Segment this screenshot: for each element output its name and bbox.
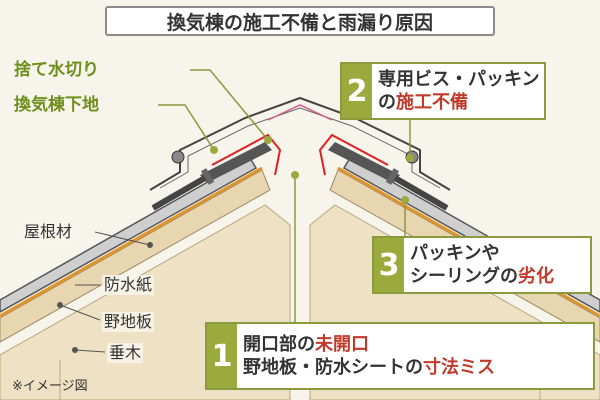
leader-sute xyxy=(190,69,269,141)
callout-1-line1-a: 開口部の xyxy=(243,334,315,355)
ridge-vent-cap xyxy=(149,96,451,191)
leader-3-dot xyxy=(401,196,409,204)
callout-2-number: 2 xyxy=(342,64,372,118)
vent-base-right xyxy=(328,142,400,183)
vent-base-left xyxy=(200,142,272,183)
callout-3-line2: シーリングの劣化 xyxy=(410,265,554,288)
label-noji-ita: 野地板 xyxy=(102,312,155,332)
roof-board-left xyxy=(0,169,271,343)
ridge-vent-inner xyxy=(159,107,441,189)
callout-1-line2-highlight: 寸法ミス xyxy=(423,357,495,378)
leader-noji xyxy=(59,304,101,321)
leader-yane xyxy=(94,231,151,246)
callout-1-line2: 野地板・防水シートの寸法ミス xyxy=(243,356,495,379)
leader-1-dot xyxy=(291,171,299,179)
callout-1-line1: 開口部の未開口 xyxy=(243,333,495,356)
callout-3: 3 パッキンや シーリングの劣化 xyxy=(372,236,592,294)
label-taruki: 垂木 xyxy=(107,343,144,363)
screw-cap-left xyxy=(171,150,185,164)
roofing-left xyxy=(0,156,258,313)
flashing-left xyxy=(211,133,282,176)
callout-1: 1 開口部の未開口 野地板・防水シートの寸法ミス xyxy=(205,322,595,390)
callout-3-text: パッキンや シーリングの劣化 xyxy=(404,238,560,292)
leader-taruki-dot xyxy=(72,347,78,353)
callout-2-line2: の施工不備 xyxy=(378,91,539,114)
flashing-right xyxy=(318,133,389,176)
leader-noji-dot xyxy=(57,302,63,308)
callout-3-line2-highlight: 劣化 xyxy=(518,266,554,287)
leader-kanki xyxy=(158,104,215,151)
diagram-title: 換気棟の施工不備と雨漏り原因 xyxy=(105,6,495,36)
callout-3-number: 3 xyxy=(374,238,404,292)
leader-2-dot xyxy=(406,154,414,162)
callout-3-line2-a: シーリングの xyxy=(410,266,518,287)
callout-1-line1-highlight: 未開口 xyxy=(315,334,369,355)
callout-3-line1: パッキンや xyxy=(410,243,500,264)
screw-right xyxy=(385,168,449,211)
callout-2: 2 専用ビス・パッキン の施工不備 xyxy=(340,62,546,120)
label-sute-mizukiri: 捨て水切り xyxy=(12,60,101,80)
label-yane-zai: 屋根材 xyxy=(22,222,75,242)
leader-yane-dot xyxy=(147,242,153,248)
callout-2-line2-highlight: 施工不備 xyxy=(396,92,468,113)
callout-2-line1: 専用ビス・パッキン xyxy=(378,69,540,90)
callout-2-line2-a: の xyxy=(378,92,396,113)
leader-kanki-dot xyxy=(210,146,218,154)
leader-taruki xyxy=(74,349,106,353)
callout-1-line2-a: 野地板・防水シートの xyxy=(243,357,423,378)
image-note: ※イメージ図 xyxy=(12,379,88,394)
callout-2-text: 専用ビス・パッキン の施工不備 xyxy=(372,64,545,118)
waterproof-sheet-left xyxy=(0,166,263,318)
callout-1-text: 開口部の未開口 野地板・防水シートの寸法ミス xyxy=(237,324,501,388)
vent-inner-pink xyxy=(267,104,333,121)
screw-left xyxy=(151,168,215,211)
leader-sute-dot xyxy=(264,136,272,144)
callout-1-number: 1 xyxy=(207,324,237,388)
label-bousui-shi: 防水紙 xyxy=(102,275,155,295)
label-kanki-shita: 換気棟下地 xyxy=(12,95,101,115)
